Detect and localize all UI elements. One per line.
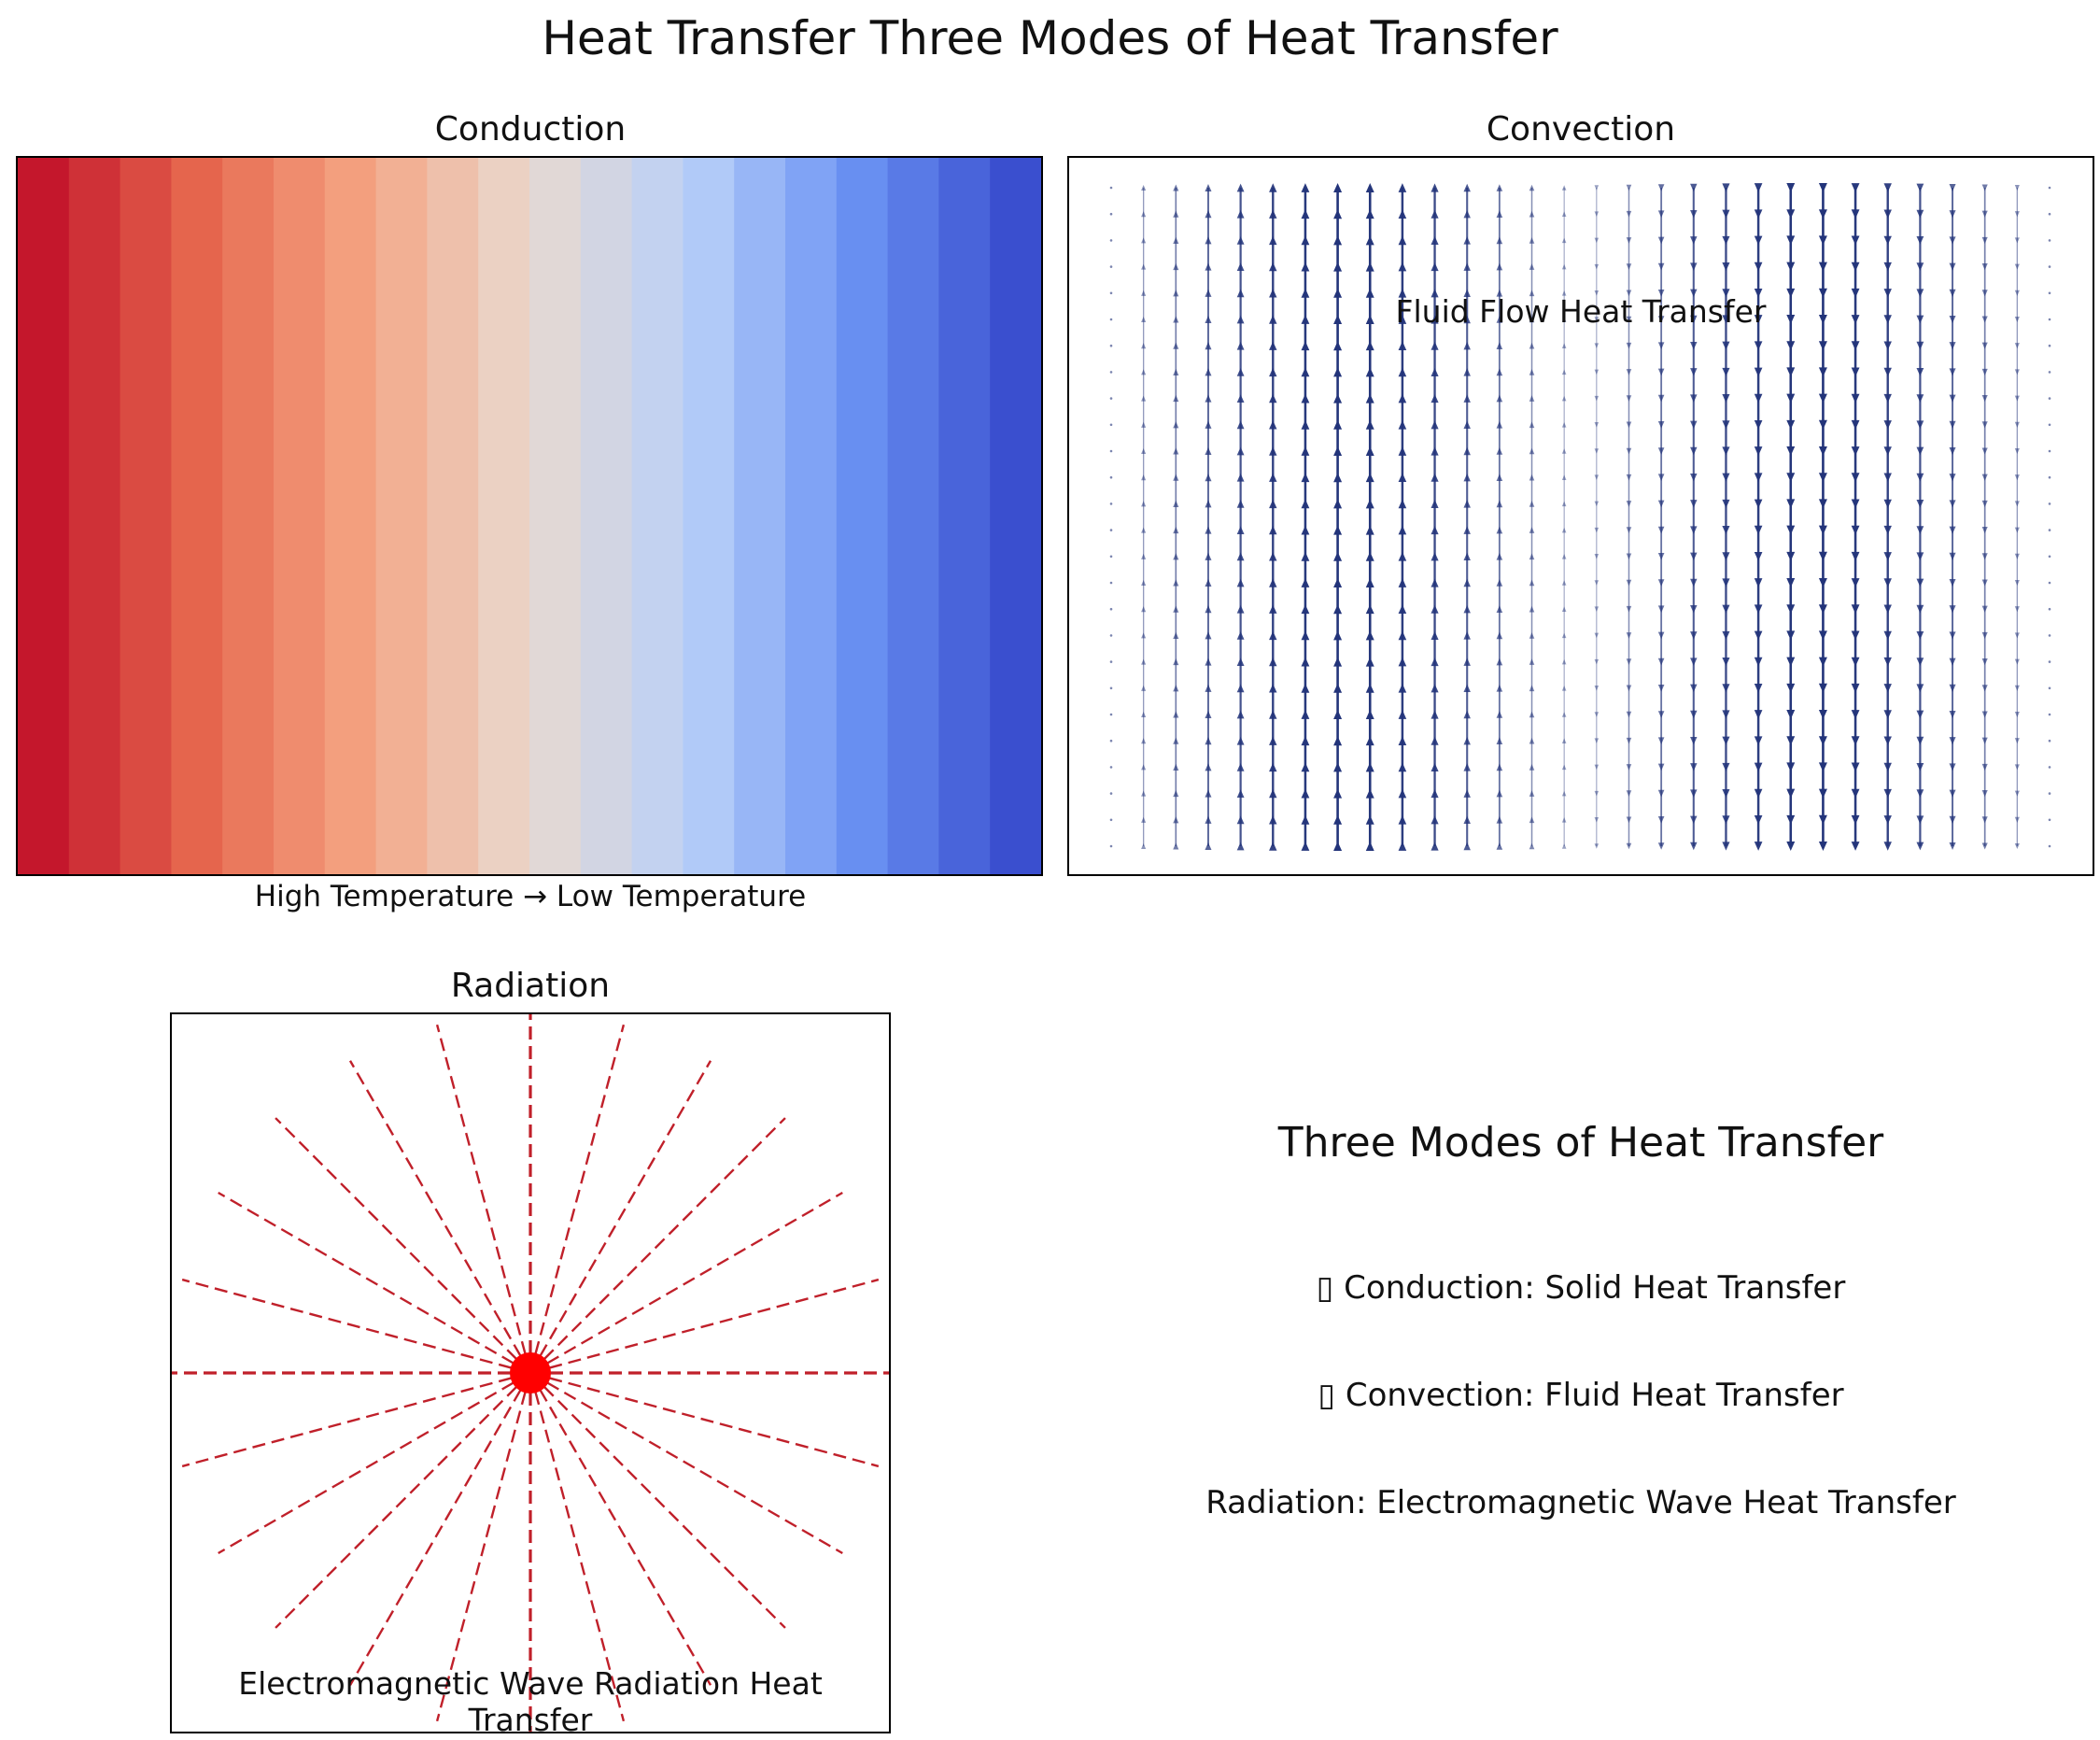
flow-arrow-column	[1141, 184, 1147, 850]
radiation-annotation: Electromagnetic Wave Radiation Heat Tran…	[238, 1665, 823, 1733]
radiation-ray	[529, 1024, 626, 1374]
temperature-band	[938, 158, 991, 874]
temperature-band	[734, 158, 786, 874]
radiation-ray	[529, 1191, 843, 1375]
flow-arrow-column	[1431, 183, 1439, 851]
radiation-ray	[529, 1371, 880, 1468]
conduction-xlabel: High Temperature → Low Temperature	[254, 880, 807, 913]
radiation-title: Radiation	[450, 967, 611, 1005]
flow-arrow-column	[1851, 183, 1860, 851]
figure-title: Heat Transfer Three Modes of Heat Transf…	[542, 11, 1558, 65]
flow-arrow-column	[1594, 185, 1600, 849]
convection-quiver	[1109, 183, 2051, 851]
flow-arrow-column	[1109, 186, 1113, 848]
radiation-rays	[172, 1014, 889, 1732]
flow-arrow-column	[1463, 183, 1471, 851]
temperature-band	[68, 158, 121, 874]
radiation-ray	[529, 1060, 712, 1374]
flow-arrow-column	[1205, 183, 1212, 851]
flow-arrow-column	[1818, 183, 1827, 851]
flow-arrow-column	[1301, 183, 1310, 851]
radiation-ray	[435, 1372, 532, 1722]
legend-item-radiation: Radiation: Electromagnetic Wave Heat Tra…	[1205, 1484, 1956, 1521]
flow-arrow-column	[1529, 184, 1535, 850]
flow-arrow-column	[1916, 183, 1924, 851]
flow-arrow-column	[1333, 183, 1343, 851]
flow-arrow-column	[1786, 183, 1796, 851]
radiation-ray	[348, 1372, 532, 1686]
radiation-ray	[529, 1372, 786, 1629]
flow-arrow-column	[2014, 184, 2020, 850]
flow-arrow-column	[1561, 185, 1567, 849]
temperature-band	[683, 158, 735, 874]
radiation-ray	[181, 1371, 531, 1468]
flow-arrow-column	[1949, 183, 1956, 851]
temperature-band	[324, 158, 377, 874]
radiation-source	[510, 1352, 551, 1393]
radiation-ray	[218, 1191, 531, 1375]
temperature-band	[631, 158, 684, 874]
conduction-gradient	[18, 158, 1041, 874]
temperature-band	[990, 158, 1041, 874]
conduction-title: Conduction	[434, 110, 627, 149]
temperature-band	[171, 158, 223, 874]
temperature-band	[274, 158, 326, 874]
conduction-panel	[16, 156, 1043, 876]
flow-arrow-column	[1981, 184, 1988, 850]
temperature-band	[478, 158, 530, 874]
radiation-ray	[529, 1117, 786, 1374]
flow-arrow-column	[1690, 183, 1698, 851]
temperature-band	[427, 158, 479, 874]
flow-arrow-column	[1626, 184, 1632, 850]
flow-arrow-column	[1236, 183, 1245, 851]
flow-arrow-column	[1496, 184, 1503, 850]
flow-arrow-column	[1722, 183, 1730, 851]
legend-item-convection: ▯ Convection: Fluid Heat Transfer	[1318, 1377, 1844, 1414]
radiation-ray	[218, 1371, 531, 1555]
convection-annotation: Fluid Flow Heat Transfer	[1395, 293, 1767, 330]
radiation-ray	[529, 1372, 626, 1722]
convection-title: Convection	[1486, 110, 1676, 149]
flow-arrow-column	[2048, 186, 2051, 848]
radiation-ray	[275, 1372, 531, 1629]
radiation-panel: Electromagnetic Wave Radiation Heat Tran…	[170, 1012, 891, 1733]
flow-arrow-column	[1754, 183, 1763, 851]
legend-item-conduction: ▯ Conduction: Solid Heat Transfer	[1316, 1269, 1846, 1307]
radiation-ray	[529, 1372, 712, 1686]
flow-arrow-column	[1173, 184, 1179, 850]
flow-arrow-column	[1269, 183, 1277, 851]
radiation-ray	[181, 1278, 531, 1375]
temperature-band	[18, 158, 70, 874]
radiation-ray	[529, 1371, 843, 1555]
temperature-band	[836, 158, 889, 874]
legend-title: Three Modes of Heat Transfer	[1277, 1119, 1884, 1167]
temperature-band	[887, 158, 939, 874]
flow-arrow-column	[1883, 183, 1892, 851]
temperature-band	[785, 158, 838, 874]
temperature-band	[580, 158, 633, 874]
radiation-ray	[529, 1278, 880, 1375]
radiation-ray	[348, 1060, 532, 1374]
temperature-band	[120, 158, 172, 874]
temperature-band	[375, 158, 428, 874]
temperature-band	[222, 158, 275, 874]
flow-arrow-column	[1398, 183, 1407, 851]
radiation-ray	[275, 1117, 531, 1374]
radiation-ray	[435, 1024, 532, 1374]
flow-arrow-column	[1365, 183, 1374, 851]
flow-arrow-column	[1657, 184, 1665, 850]
convection-panel: Fluid Flow Heat Transfer	[1067, 156, 2094, 876]
temperature-band	[529, 158, 582, 874]
